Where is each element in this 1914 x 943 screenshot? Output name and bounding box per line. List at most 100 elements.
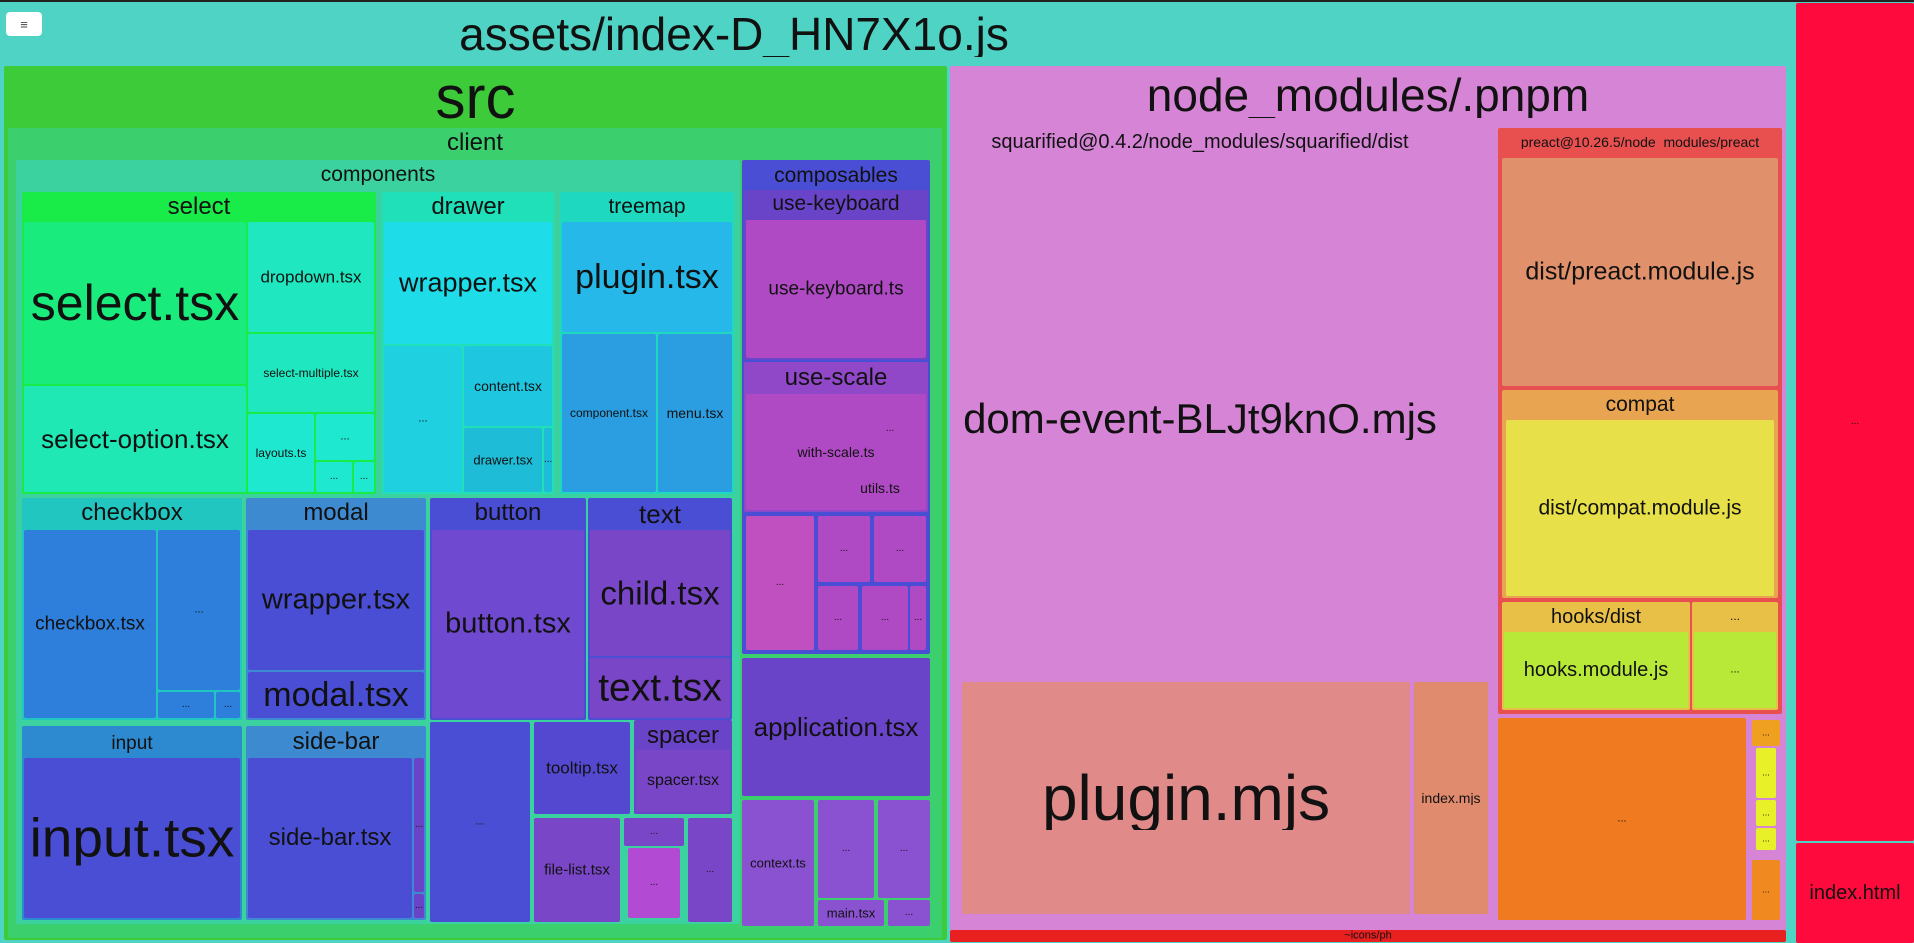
node-main-tsx[interactable]: main.tsx xyxy=(818,900,884,926)
node-composables-ellipsis-3[interactable]: ... xyxy=(874,516,926,582)
node-side-bar-ellipsis-1[interactable]: ... xyxy=(414,758,424,892)
node-label: ... xyxy=(1762,728,1770,738)
node-select-ellipsis-1[interactable]: ... xyxy=(316,414,374,460)
node-checkbox-ellipsis-3[interactable]: ... xyxy=(216,692,240,718)
node-button-tsx[interactable]: button.tsx xyxy=(432,530,584,718)
node-label: modal.tsx xyxy=(263,678,409,712)
node-drawer-ellipsis-2[interactable]: ... xyxy=(544,428,552,492)
node-label: menu.tsx xyxy=(666,406,724,420)
node-preact-ellipsis-box[interactable]: ... xyxy=(1694,632,1776,708)
node-index-mjs[interactable]: index.mjs xyxy=(1414,682,1488,914)
node-label: text xyxy=(639,501,681,527)
node-icons-ph[interactable]: ~icons/ph xyxy=(950,930,1786,942)
node-checkbox-tsx[interactable]: checkbox.tsx xyxy=(24,530,156,718)
node-label: ... xyxy=(839,544,849,554)
node-context-ts[interactable]: context.ts xyxy=(742,800,814,926)
node-child-tsx[interactable]: child.tsx xyxy=(590,530,730,656)
menu-button[interactable]: ≡ xyxy=(6,12,42,36)
node-label: ... xyxy=(418,413,428,425)
node-file-list-ellipsis-1[interactable]: ... xyxy=(624,818,684,846)
node-dom-event-mjs[interactable]: dom-event-BLJt9knO.mjs xyxy=(954,158,1446,680)
node-modal-wrapper-tsx[interactable]: wrapper.tsx xyxy=(248,530,424,670)
node-drawer-wrapper-tsx[interactable]: wrapper.tsx xyxy=(384,222,552,344)
node-compat-module-js[interactable]: dist/compat.module.js xyxy=(1506,420,1774,596)
node-checkbox-ellipsis-1[interactable]: ... xyxy=(158,530,240,690)
node-client-ellipsis-1[interactable]: ... xyxy=(818,800,874,898)
node-label: child.tsx xyxy=(600,576,720,610)
node-text-tsx[interactable]: text.tsx xyxy=(590,658,730,718)
node-spacer-tsx[interactable]: spacer.tsx xyxy=(636,750,730,812)
node-label: ... xyxy=(880,613,890,623)
node-layouts-ts[interactable]: layouts.ts xyxy=(248,414,314,492)
node-checkbox-ellipsis-2[interactable]: ... xyxy=(158,692,214,718)
node-label: ... xyxy=(181,700,191,710)
node-file-list-tsx[interactable]: file-list.tsx xyxy=(534,818,620,922)
node-tooltip-tsx[interactable]: tooltip.tsx xyxy=(534,722,630,814)
node-yellow-small-1[interactable]: ... xyxy=(1756,748,1776,798)
node-label: select-option.tsx xyxy=(41,426,229,452)
node-preact-module-js[interactable]: dist/preact.module.js xyxy=(1502,158,1778,386)
node-modal-tsx[interactable]: modal.tsx xyxy=(248,672,424,718)
node-label: dropdown.tsx xyxy=(260,268,362,286)
node-label: ... xyxy=(223,700,233,710)
node-select-option-tsx[interactable]: select-option.tsx xyxy=(24,386,246,492)
node-select-multiple-tsx[interactable]: select-multiple.tsx xyxy=(248,334,374,412)
node-select-ellipsis-3[interactable]: ... xyxy=(354,462,374,492)
node-composables-ellipsis-6[interactable]: ... xyxy=(910,586,926,650)
node-drawer-ellipsis[interactable]: ... xyxy=(384,346,462,492)
node-use-keyboard-ts[interactable]: use-keyboard.ts xyxy=(746,220,926,358)
node-hooks-module-js[interactable]: hooks.module.js xyxy=(1504,632,1688,708)
node-file-list-ellipsis-3[interactable]: ... xyxy=(688,818,732,922)
node-label: components xyxy=(320,164,436,185)
node-menu-tsx[interactable]: menu.tsx xyxy=(658,334,732,492)
node-label: select xyxy=(167,195,231,219)
node-label: hooks.module.js xyxy=(1523,660,1669,680)
node-label: ... xyxy=(649,827,659,837)
node-orange-small-1[interactable]: ... xyxy=(1752,720,1780,746)
node-index-html[interactable]: index.html xyxy=(1796,843,1914,943)
node-plugin-mjs[interactable]: plugin.mjs xyxy=(962,682,1410,914)
node-label: ... xyxy=(1850,417,1860,427)
node-client-ellipsis-3[interactable]: ... xyxy=(888,900,930,926)
node-component-tsx[interactable]: component.tsx xyxy=(562,334,656,492)
node-label: layouts.ts xyxy=(255,447,307,459)
top-border-line xyxy=(0,0,1914,2)
node-label: dist/preact.module.js xyxy=(1525,259,1755,285)
node-client-ellipsis-2[interactable]: ... xyxy=(878,800,930,898)
node-file-list-ellipsis-2[interactable]: ... xyxy=(628,848,680,918)
node-application-tsx[interactable]: application.tsx xyxy=(742,658,930,796)
node-label: button xyxy=(474,501,542,525)
node-label: ... xyxy=(1730,664,1740,676)
node-composables-ellipsis-1[interactable]: ... xyxy=(746,516,814,650)
node-label: side-bar.tsx xyxy=(268,826,392,850)
node-label: ... xyxy=(475,816,485,828)
node-select-tsx[interactable]: select.tsx xyxy=(24,222,246,384)
node-drawer-tsx[interactable]: drawer.tsx xyxy=(464,428,542,492)
node-label: ... xyxy=(340,431,350,443)
node-plugin-tsx[interactable]: plugin.tsx xyxy=(562,222,732,332)
node-side-bar-tsx[interactable]: side-bar.tsx xyxy=(248,758,412,918)
node-label: compat xyxy=(1605,394,1675,415)
node-label: ... xyxy=(414,901,424,911)
node-select-ellipsis-2[interactable]: ... xyxy=(316,462,352,492)
node-content-tsx[interactable]: content.tsx xyxy=(464,346,552,426)
node-side-bar-ellipsis-2[interactable]: ... xyxy=(414,894,424,918)
node-utils-ts[interactable]: utils.ts xyxy=(850,470,910,506)
node-yellow-small-2[interactable]: ... xyxy=(1756,800,1776,826)
node-dropdown-tsx[interactable]: dropdown.tsx xyxy=(248,222,374,332)
node-label: input xyxy=(111,734,153,753)
node-yellow-small-3[interactable]: ... xyxy=(1756,828,1776,850)
node-composables-ellipsis-4[interactable]: ... xyxy=(818,586,858,650)
node-composables-ellipsis-2[interactable]: ... xyxy=(818,516,870,582)
node-label: ... xyxy=(544,455,552,465)
node-components-ellipsis[interactable]: ... xyxy=(430,722,530,922)
node-label: button.tsx xyxy=(445,609,571,639)
node-label: tooltip.tsx xyxy=(546,759,618,777)
node-label: wrapper.tsx xyxy=(398,269,538,297)
node-input-tsx[interactable]: input.tsx xyxy=(24,758,240,918)
node-orange-ellipsis[interactable]: ... xyxy=(1498,718,1746,920)
node-composables-ellipsis-5[interactable]: ... xyxy=(862,586,908,650)
node-red-ellipsis[interactable]: ... xyxy=(1796,3,1914,841)
node-orange-small-2[interactable]: ... xyxy=(1752,860,1780,920)
node-use-scale-ellipsis[interactable]: ... xyxy=(870,414,910,444)
